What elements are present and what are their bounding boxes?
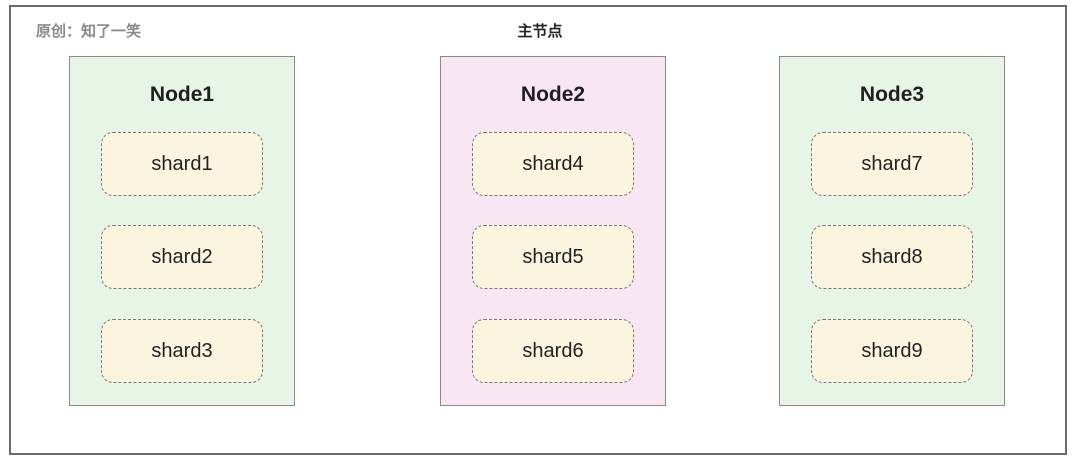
shard-box: shard5 xyxy=(472,225,634,289)
shard-box: shard9 xyxy=(811,319,973,383)
node-box-3: Node3 shard7 shard8 shard9 xyxy=(779,56,1005,406)
shard-box: shard2 xyxy=(101,225,263,289)
node-box-2: Node2 shard4 shard5 shard6 xyxy=(440,56,666,406)
node-title: Node2 xyxy=(520,83,586,106)
shard-box: shard6 xyxy=(472,319,634,383)
credit-text: 原创：知了一笑 xyxy=(36,22,142,40)
shard-box: shard4 xyxy=(472,132,634,196)
node-title: Node1 xyxy=(149,83,215,106)
shard-box: shard8 xyxy=(811,225,973,289)
node-box-1: Node1 shard1 shard2 shard3 xyxy=(69,56,295,406)
shard-box: shard3 xyxy=(101,319,263,383)
shard-box: shard1 xyxy=(101,132,263,196)
shard-box: shard7 xyxy=(811,132,973,196)
node-title: Node3 xyxy=(859,83,925,106)
